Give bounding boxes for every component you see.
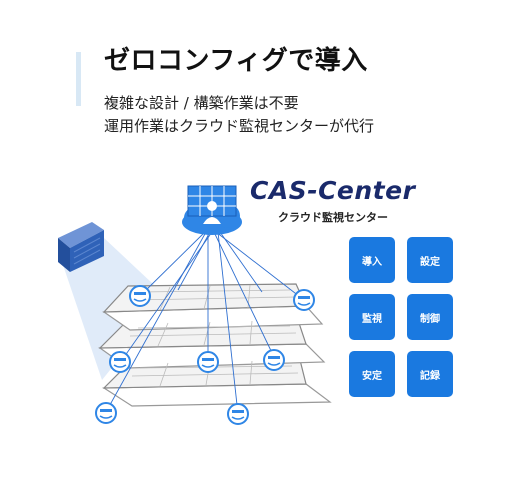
page-subtitle: 複雑な設計 / 構築作業は不要 運用作業はクラウド監視センターが代行 [104,92,374,138]
brand-subtitle: クラウド監視センター [278,211,388,224]
feature-tile-logging: 記録 [407,351,453,397]
cloud-operator-icon [182,185,242,235]
page-title: ゼロコンフィグで導入 [104,46,368,76]
wireless-access-point-icon [227,403,249,425]
wireless-access-point-icon [263,349,285,371]
office-building-icon [58,222,104,272]
wireless-access-point-icon [109,351,131,373]
wireless-access-point-icon [95,402,117,424]
accent-bar [76,52,81,106]
feature-tile-stability: 安定 [349,351,395,397]
feature-tile-monitoring: 監視 [349,294,395,340]
wireless-access-point-icon [129,285,151,307]
subtitle-line-1: 複雑な設計 / 構築作業は不要 [104,94,299,112]
feature-tile-control: 制御 [407,294,453,340]
feature-grid: 導入 設定 監視 制御 安定 記録 [349,237,453,397]
wireless-access-point-icon [293,289,315,311]
wireless-access-point-icon [197,351,219,373]
feature-tile-settings: 設定 [407,237,453,283]
floor-plans [98,283,332,407]
connection-lines [105,231,305,415]
subtitle-line-2: 運用作業はクラウド監視センターが代行 [104,117,375,135]
feature-tile-import: 導入 [349,237,395,283]
brand-logo: CAS-Center [250,176,416,205]
